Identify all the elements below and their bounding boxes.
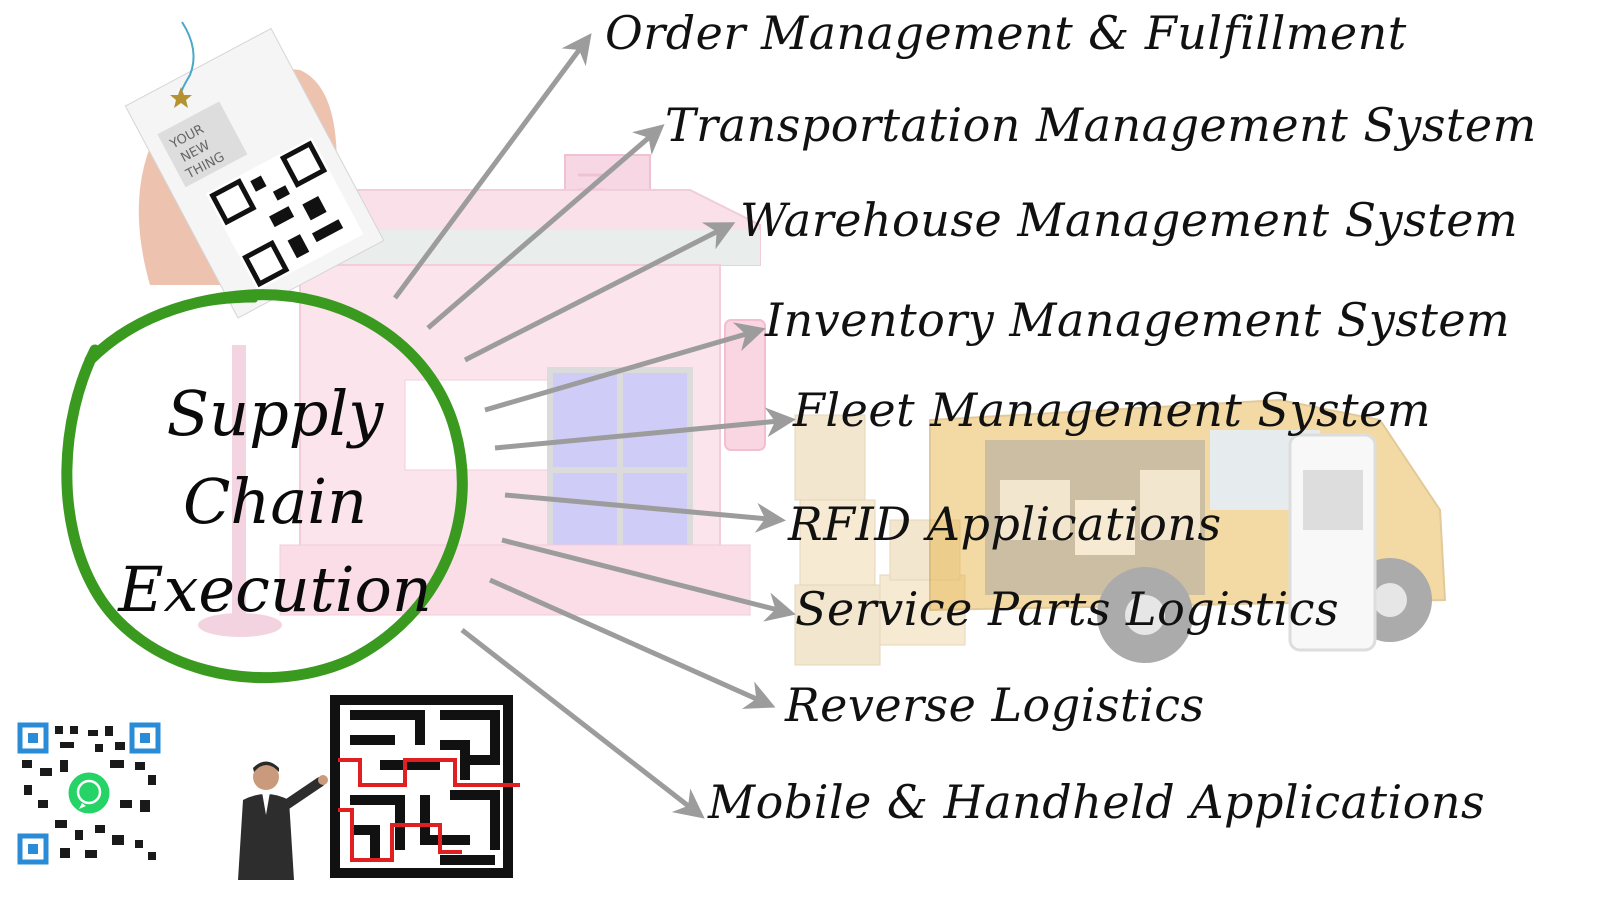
arrow-warehouse [463, 222, 736, 363]
label-mobile-handheld: Mobile & Handheld Applications [708, 775, 1486, 829]
center-line-2: Chain [182, 465, 368, 538]
label-fleet-management: Fleet Management System [793, 383, 1431, 437]
boxes-illustration [794, 414, 966, 666]
label-reverse-logistics: Reverse Logistics [785, 678, 1205, 732]
arrow-rfid [504, 492, 786, 533]
businessman-illustration [238, 761, 328, 880]
arrow-mobile [460, 628, 705, 819]
center-line-3: Execution [118, 553, 432, 626]
arrow-service-parts [501, 537, 796, 622]
label-warehouse-management: Warehouse Management System [740, 193, 1519, 247]
qr-code-icon [17, 722, 161, 865]
arrow-reverse-logistics [488, 577, 776, 709]
label-transportation-management: Transportation Management System [665, 98, 1537, 152]
whatsapp-icon [65, 769, 113, 817]
center-line-1: Supply [166, 377, 384, 450]
label-service-parts-logistics: Service Parts Logistics [795, 582, 1340, 636]
arrow-order-management [392, 33, 592, 300]
arrow-fleet [494, 407, 796, 451]
van-illustration [929, 398, 1447, 663]
hand-holding-tag-illustration: YOUR NEW THING [124, 21, 385, 319]
arrow-transportation [426, 124, 665, 330]
tag-qr-code-icon [205, 137, 364, 291]
center-circle [61, 289, 468, 684]
label-inventory-management: Inventory Management System [765, 293, 1511, 347]
label-rfid-applications: RFID Applications [788, 497, 1222, 551]
storefront-illustration [198, 154, 766, 637]
maze-qr-icon [330, 695, 520, 878]
center-label: Supply Chain Execution [95, 370, 455, 634]
arrow-inventory [484, 322, 766, 413]
arrows [392, 33, 796, 819]
label-order-management: Order Management & Fulfillment [605, 6, 1407, 60]
